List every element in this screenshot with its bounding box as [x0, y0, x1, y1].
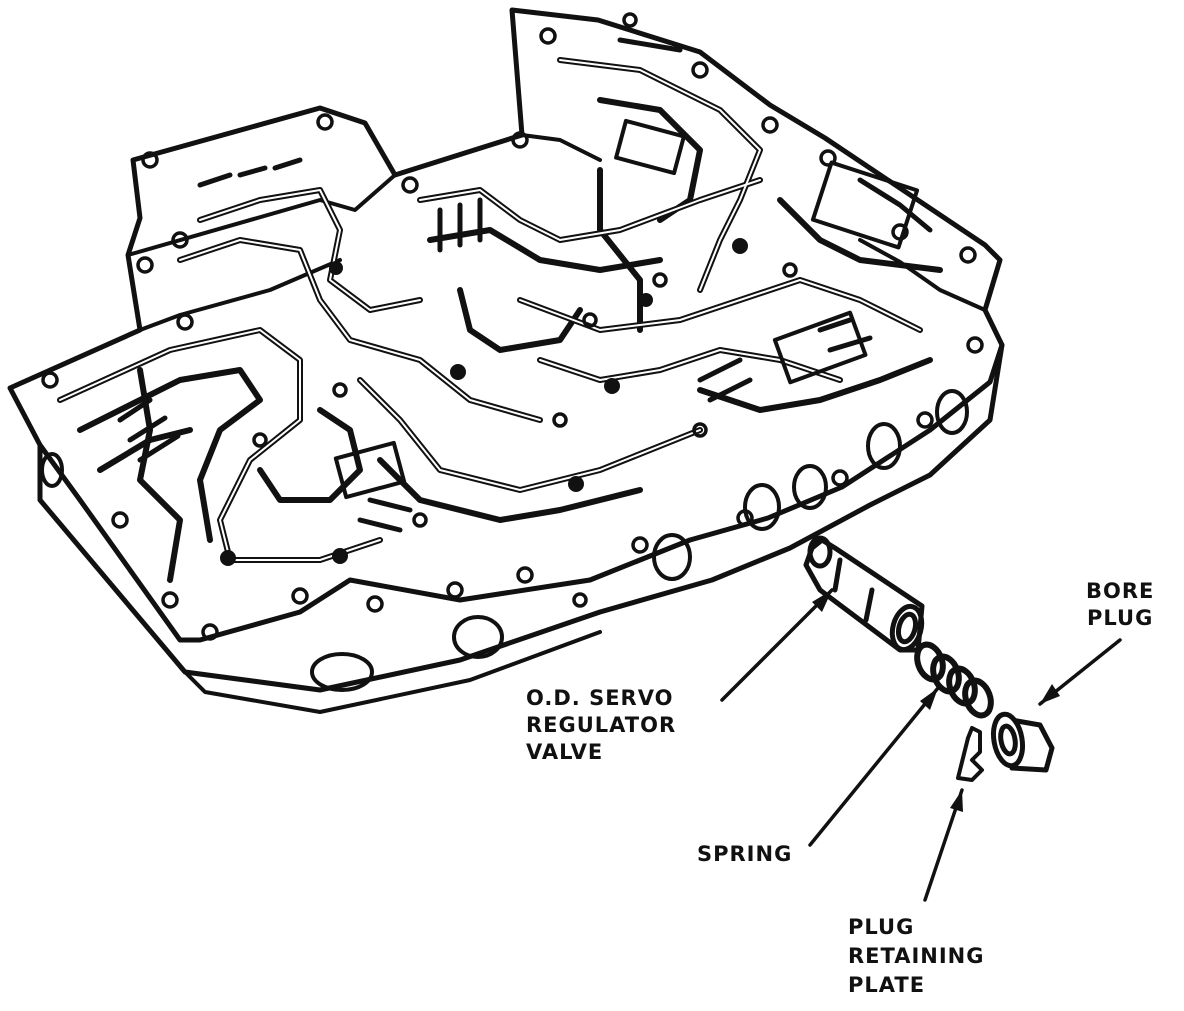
servo-valve-label-line-3: VALVE — [526, 740, 604, 764]
retaining-plate-label-line-3: PLATE — [848, 973, 926, 997]
spring-label: SPRING — [697, 844, 792, 865]
servo-valve-label: O.D. SERVO REGULATOR VALVE — [526, 688, 676, 763]
body-step-ledges — [126, 133, 987, 332]
bolt-holes — [41, 12, 984, 641]
side-bores — [40, 389, 969, 692]
retaining-plate-label-line-1: PLUG — [848, 915, 915, 939]
bore-plug-label: BORE PLUG — [1086, 581, 1154, 629]
plug-retaining-plate-part — [956, 726, 984, 782]
leader-arrowheads — [812, 590, 1060, 812]
spring-label-line-1: SPRING — [697, 842, 793, 866]
retaining-plate-label: PLUG RETAINING PLATE — [848, 917, 984, 996]
short-passages — [117, 37, 933, 533]
bore-plug-label-line-1: BORE — [1086, 579, 1155, 603]
servo-valve-label-line-1: O.D. SERVO — [526, 686, 674, 710]
valve-body-front-wall — [37, 342, 1005, 693]
bore-plug-label-line-2: PLUG — [1087, 606, 1154, 630]
servo-valve-label-line-2: REGULATOR — [526, 713, 677, 737]
valve-cavities — [333, 118, 920, 500]
valve-body-top-outline — [7, 7, 1005, 643]
bore-plug-part — [990, 711, 1055, 773]
spring-part — [914, 641, 994, 719]
valve-body-bottom-edge — [183, 630, 602, 714]
fastener-dots — [220, 238, 748, 566]
fluid-passage-inner-lines — [59, 59, 921, 561]
retaining-plate-label-line-2: RETAINING — [848, 944, 985, 968]
